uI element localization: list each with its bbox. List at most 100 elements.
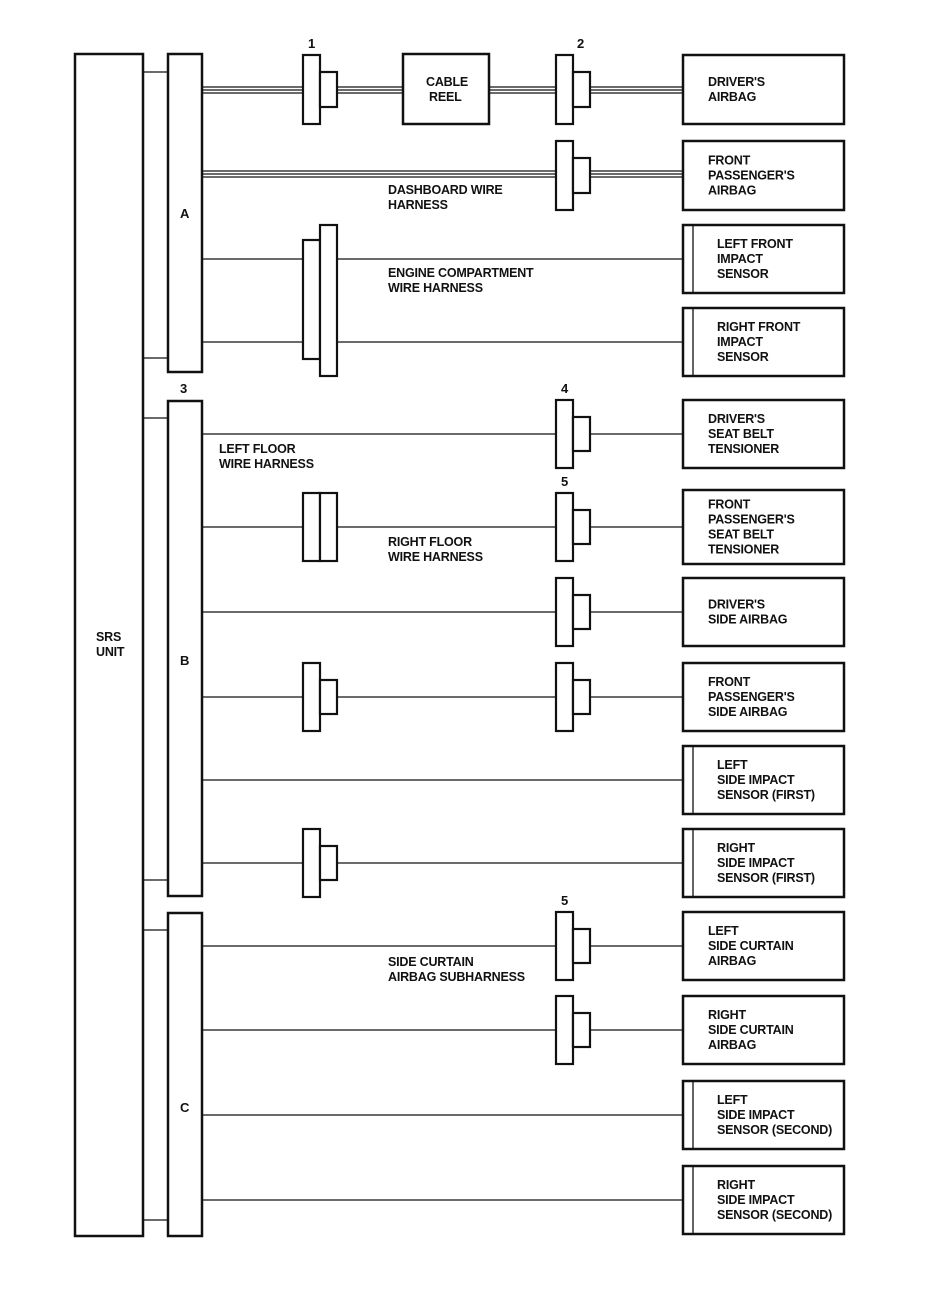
inline-connector bbox=[301, 827, 339, 899]
engine-harness-connector bbox=[301, 223, 339, 378]
cable-reel-box bbox=[401, 52, 491, 126]
component-label-line: SIDE AIRBAG bbox=[708, 705, 787, 719]
inline-connector bbox=[554, 398, 592, 470]
module-label-a: A bbox=[180, 206, 190, 221]
connector-number-4: 4 bbox=[561, 381, 569, 396]
inline-connector bbox=[301, 661, 339, 733]
inline-connector bbox=[554, 53, 592, 126]
component-box bbox=[681, 1164, 846, 1236]
component-box bbox=[681, 139, 846, 212]
component-box bbox=[681, 53, 846, 126]
component-label-line: AIRBAG bbox=[708, 90, 756, 104]
component-box bbox=[681, 827, 846, 899]
component-label-line: FRONT bbox=[708, 498, 751, 512]
component-label-line: SENSOR (FIRST) bbox=[717, 871, 815, 885]
connector-number-1: 1 bbox=[308, 36, 315, 51]
component-box bbox=[681, 223, 846, 295]
srs-unit-label-line2: UNIT bbox=[96, 645, 125, 659]
component-label-line: LEFT bbox=[717, 1093, 748, 1107]
right-floor-harness-label: RIGHT FLOOR bbox=[388, 535, 472, 549]
component-label-line: IMPACT bbox=[717, 335, 763, 349]
side-curtain-subharness-label: SIDE CURTAIN bbox=[388, 955, 474, 969]
component-box bbox=[681, 910, 846, 982]
component-label-line: FRONT bbox=[708, 675, 751, 689]
unit-module-links bbox=[143, 71, 168, 1221]
component-label-line: DRIVER'S bbox=[708, 75, 765, 89]
inline-connector bbox=[554, 661, 592, 733]
component-label-line: SEAT BELT bbox=[708, 528, 774, 542]
srs-unit-label-line1: SRS bbox=[96, 630, 121, 644]
connector-block-c bbox=[166, 911, 204, 1238]
component-label-line: SIDE AIRBAG bbox=[708, 613, 787, 627]
component-label-line: SENSOR bbox=[717, 267, 769, 281]
module-label-c: C bbox=[180, 1100, 190, 1115]
component-box bbox=[681, 488, 846, 566]
wire-harness-lines bbox=[202, 86, 683, 1201]
inline-connector bbox=[554, 994, 592, 1066]
component-label-line: PASSENGER'S bbox=[708, 169, 795, 183]
component-label-line: IMPACT bbox=[717, 252, 763, 266]
connector-number-2: 2 bbox=[577, 36, 584, 51]
left-floor-harness-label: WIRE HARNESS bbox=[219, 457, 314, 471]
inline-connector bbox=[554, 139, 592, 212]
inline-connector bbox=[554, 910, 592, 982]
dashboard-harness-label: HARNESS bbox=[388, 198, 448, 212]
engine-harness-label: WIRE HARNESS bbox=[388, 281, 483, 295]
component-label-line: SENSOR bbox=[717, 350, 769, 364]
component-label-line: AIRBAG bbox=[708, 184, 756, 198]
dashboard-harness-label: DASHBOARD WIRE bbox=[388, 183, 503, 197]
component-label-line: TENSIONER bbox=[708, 442, 779, 456]
srs-unit-block bbox=[73, 52, 145, 1238]
component-label-line: SEAT BELT bbox=[708, 427, 774, 441]
component-label-line: LEFT FRONT bbox=[717, 237, 793, 251]
module-label-b: B bbox=[180, 653, 189, 668]
component-label-line: SIDE IMPACT bbox=[717, 1193, 795, 1207]
component-label-line: PASSENGER'S bbox=[708, 513, 795, 527]
component-label-line: SIDE CURTAIN bbox=[708, 1023, 794, 1037]
inline-connector bbox=[301, 53, 339, 126]
component-label-line: RIGHT bbox=[717, 1178, 755, 1192]
component-label-line: DRIVER'S bbox=[708, 412, 765, 426]
component-label-line: SENSOR (SECOND) bbox=[717, 1123, 832, 1137]
inline-connector bbox=[554, 576, 592, 648]
component-label-line: AIRBAG bbox=[708, 1038, 756, 1052]
component-box bbox=[681, 576, 846, 648]
connector-number-5: 5 bbox=[561, 474, 568, 489]
component-label-line: SIDE IMPACT bbox=[717, 773, 795, 787]
component-label-line: DRIVER'S bbox=[708, 598, 765, 612]
cable-reel-label-line2: REEL bbox=[429, 90, 462, 104]
component-label-line: LEFT bbox=[717, 758, 748, 772]
side-curtain-subharness-label: AIRBAG SUBHARNESS bbox=[388, 970, 525, 984]
component-label-line: AIRBAG bbox=[708, 954, 756, 968]
component-box bbox=[681, 398, 846, 470]
component-label-line: RIGHT bbox=[708, 1008, 746, 1022]
component-label-line: TENSIONER bbox=[708, 543, 779, 557]
component-box bbox=[681, 1079, 846, 1151]
connector-block-b bbox=[166, 399, 204, 898]
component-box bbox=[681, 306, 846, 378]
component-label-line: SENSOR (FIRST) bbox=[717, 788, 815, 802]
component-label-line: FRONT bbox=[708, 154, 751, 168]
component-label-line: SIDE IMPACT bbox=[717, 1108, 795, 1122]
component-label-line: SIDE CURTAIN bbox=[708, 939, 794, 953]
component-label-line: RIGHT FRONT bbox=[717, 320, 801, 334]
right-floor-harness-label: WIRE HARNESS bbox=[388, 550, 483, 564]
inline-connector bbox=[554, 491, 592, 563]
component-label-line: RIGHT bbox=[717, 841, 755, 855]
cable-reel-label-line1: CABLE bbox=[426, 75, 468, 89]
component-label-line: LEFT bbox=[708, 924, 739, 938]
component-box bbox=[681, 994, 846, 1066]
engine-harness-label: ENGINE COMPARTMENT bbox=[388, 266, 534, 280]
